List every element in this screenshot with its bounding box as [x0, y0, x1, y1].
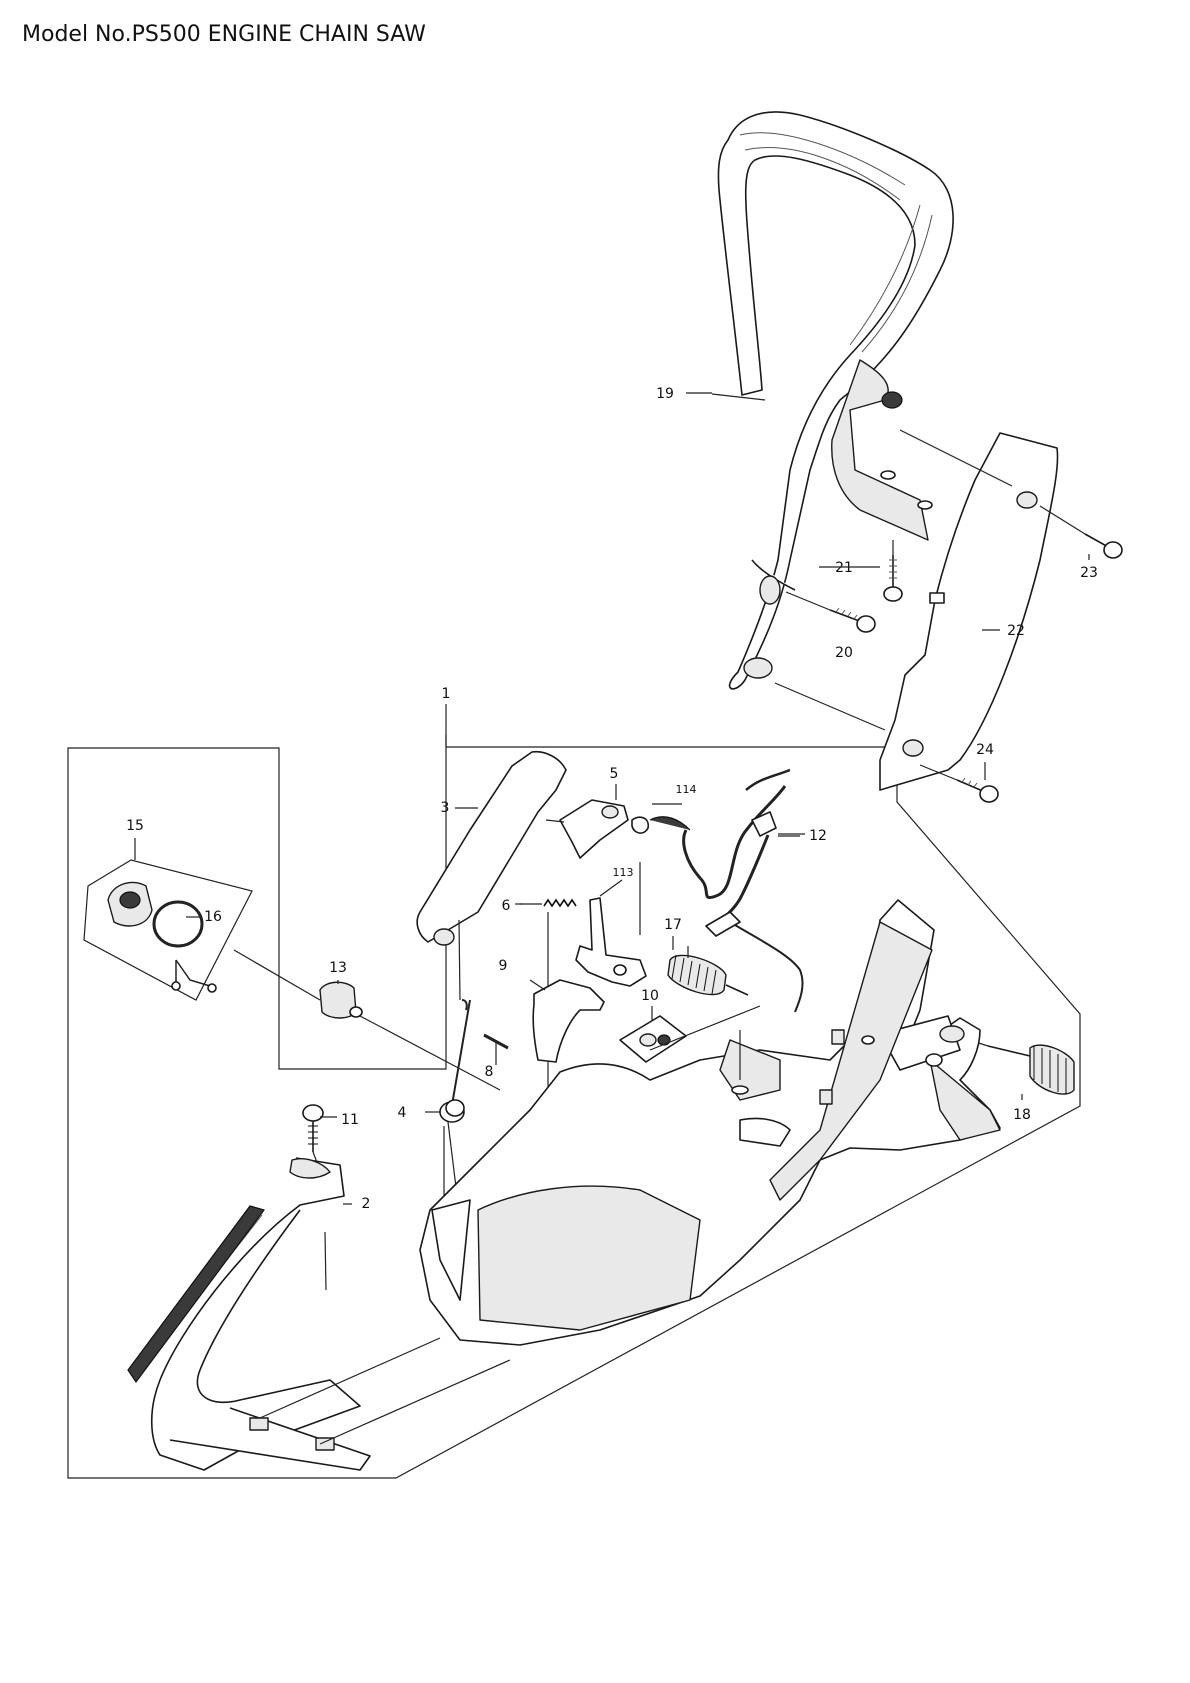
group-outline-fuel-cap — [83, 859, 253, 1001]
page-title: Model No.PS500 ENGINE CHAIN SAW — [22, 22, 426, 47]
vibration-spring-17 — [667, 946, 749, 996]
screw-11 — [302, 1104, 324, 1166]
callout-3: 3 — [441, 800, 450, 816]
torsion-spring-4 — [425, 919, 471, 1221]
o-ring-16 — [152, 900, 217, 993]
callout-15: 15 — [126, 818, 144, 834]
callout-24: 24 — [976, 742, 994, 758]
callout-20: 20 — [835, 645, 853, 661]
callout-9: 9 — [499, 958, 508, 974]
throttle-linkage-part — [545, 784, 650, 859]
screw-20 — [785, 591, 876, 633]
callout-8: 8 — [485, 1064, 494, 1080]
pin-8 — [483, 1033, 509, 1065]
screw-23 — [1039, 505, 1123, 559]
cable-end-10 — [619, 1006, 687, 1063]
throttle-link-part — [575, 862, 647, 987]
callout-11: 11 — [341, 1112, 359, 1128]
screw-24 — [919, 764, 999, 803]
callout-12: 12 — [809, 828, 827, 844]
callout-4: 4 — [398, 1105, 407, 1121]
callout-23: 23 — [1080, 565, 1098, 581]
fuel-cap-15 — [107, 881, 321, 1001]
callout-10: 10 — [641, 988, 659, 1004]
callout-2: 2 — [362, 1196, 371, 1212]
callout-labels: 1 2 3 4 5 6 8 9 10 11 12 13 15 16 17 18 … — [126, 386, 1098, 1212]
callout-18: 18 — [1013, 1107, 1031, 1123]
callout-17: 17 — [664, 917, 682, 933]
fuel-filter-13 — [319, 981, 501, 1091]
callout-19: 19 — [656, 386, 674, 402]
callout-13: 13 — [329, 960, 347, 976]
screw-21 — [883, 540, 903, 602]
callout-5: 5 — [610, 766, 619, 782]
leader-lines — [134, 392, 1090, 1205]
callout-22: 22 — [1007, 623, 1025, 639]
front-handle-bar-part — [711, 111, 954, 690]
callout-114: 114 — [676, 783, 697, 796]
lower-handle-part — [127, 1157, 511, 1471]
choke-cable-part — [705, 811, 804, 1013]
callout-21: 21 — [835, 560, 853, 576]
callout-6: 6 — [502, 898, 511, 914]
throttle-cable-part — [649, 768, 791, 899]
handle-guard-plate-part — [774, 429, 1059, 791]
throttle-bracket-9 — [529, 979, 605, 1063]
vibration-spring-18 — [937, 1029, 1075, 1095]
callout-1: 1 — [442, 686, 451, 702]
callout-16: 16 — [204, 909, 222, 925]
throttle-lever-part — [416, 750, 567, 946]
main-housing-part — [419, 899, 1001, 1346]
callout-113: 113 — [613, 866, 634, 879]
